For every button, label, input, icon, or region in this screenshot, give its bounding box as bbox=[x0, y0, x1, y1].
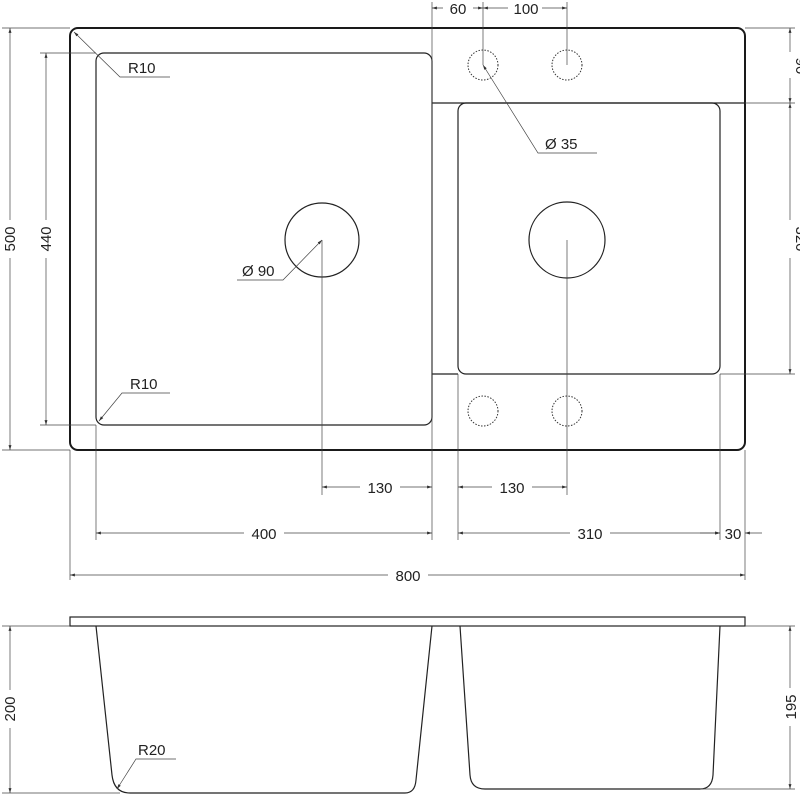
dim-tap-zone-depth: 90 bbox=[792, 58, 800, 75]
right-bowl-profile bbox=[459, 625, 721, 790]
dim-overall-width: 800 bbox=[395, 568, 420, 585]
sink-outline bbox=[69, 27, 746, 451]
dim-right-drain-offset: 130 bbox=[499, 480, 524, 497]
dim-left-bowl-height: 200 bbox=[2, 696, 19, 721]
dim-tap-hole-diameter: Ø 35 bbox=[545, 136, 578, 153]
dim-right-rim: 30 bbox=[725, 526, 742, 543]
dim-tap-spacing: 100 bbox=[513, 1, 538, 18]
dim-overall-depth: 500 bbox=[2, 226, 19, 251]
dim-left-bowl-width: 400 bbox=[251, 526, 276, 543]
side-dimension-lines bbox=[2, 625, 795, 794]
dim-right-bowl-width: 310 bbox=[577, 526, 602, 543]
countertop-plate bbox=[69, 616, 746, 627]
right-bowl bbox=[457, 102, 721, 375]
dim-tap-offset: 60 bbox=[450, 1, 467, 18]
left-bowl-profile bbox=[95, 625, 433, 794]
dim-bottom-radius: R20 bbox=[138, 742, 166, 759]
dim-left-drain-offset: 130 bbox=[367, 480, 392, 497]
left-bowl bbox=[95, 52, 433, 426]
dim-right-bowl-height: 195 bbox=[783, 694, 800, 719]
tap-hole-icon bbox=[467, 395, 499, 427]
side-view: 200 195 R20 bbox=[2, 616, 800, 794]
extension-lines bbox=[2, 2, 795, 580]
top-view: 60 100 90 320 500 440 130 130 400 310 30… bbox=[2, 0, 800, 585]
dim-drain-diameter: Ø 90 bbox=[242, 263, 275, 280]
dim-right-bowl-depth: 320 bbox=[792, 226, 800, 251]
dimension-labels: 60 100 90 320 500 440 130 130 400 310 30… bbox=[2, 0, 800, 585]
dim-corner-radius-bottom: R10 bbox=[130, 376, 158, 393]
dim-corner-radius-top: R10 bbox=[128, 60, 156, 77]
dim-left-bowl-depth: 440 bbox=[38, 226, 55, 251]
